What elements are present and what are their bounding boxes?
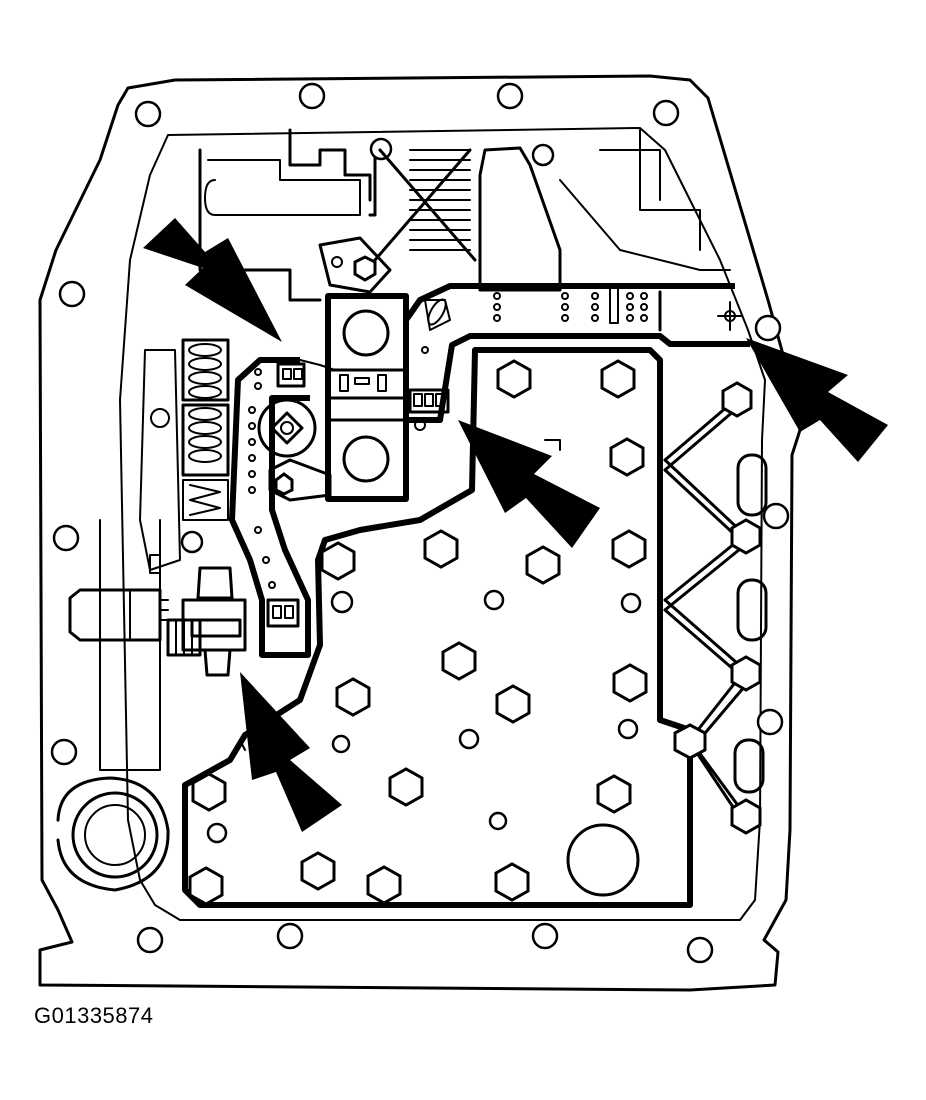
left-channel [68,519,202,771]
figure-code: G01335874 [34,1003,154,1028]
solenoid-block [325,293,409,502]
arrow-center [458,420,600,548]
arrow-upper-left [143,218,282,342]
valve-body-holes [206,439,642,897]
valve-body-diagram [38,74,888,992]
left-spring-stack [139,338,230,574]
valve-body-plate [182,347,693,908]
pan-outer-outline [38,74,802,992]
drain-boss [56,776,170,892]
left-harness-strip [229,357,336,658]
arrow-right [746,338,888,462]
right-ribs [663,398,768,827]
perimeter-bolt-holes [50,82,790,964]
wiring-harness [403,283,750,431]
upper-mechanism [198,128,731,302]
valve-body-bolts [188,359,762,906]
pan-inner-outline [119,127,766,921]
callout-arrows [143,218,888,832]
arrow-lower-left [240,672,342,832]
manual-valve-linkage [181,566,247,677]
